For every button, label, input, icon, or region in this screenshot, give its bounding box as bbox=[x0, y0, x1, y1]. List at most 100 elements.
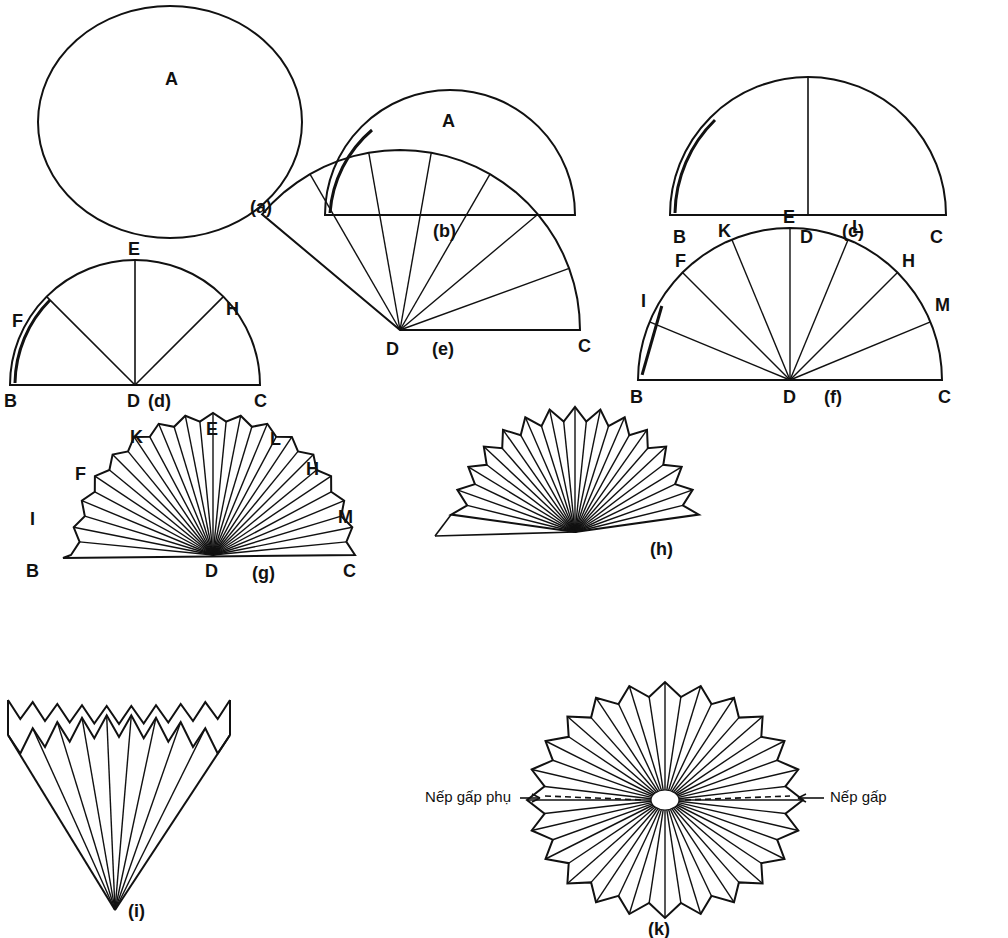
fold-line bbox=[475, 484, 575, 532]
fold-line bbox=[667, 697, 681, 790]
fold-line bbox=[47, 297, 135, 385]
fold-line bbox=[649, 697, 663, 790]
cone-edge bbox=[229, 700, 231, 735]
fold-line bbox=[596, 809, 658, 903]
figure-label: B bbox=[673, 228, 686, 246]
figure-label: D bbox=[800, 228, 813, 246]
half-circle bbox=[10, 260, 260, 385]
figure-label: H bbox=[902, 252, 915, 270]
fold-line bbox=[575, 484, 675, 532]
fold-line bbox=[435, 515, 451, 536]
fold-line bbox=[521, 435, 575, 532]
fold-line bbox=[213, 492, 331, 555]
fold-line bbox=[115, 718, 156, 910]
figure-label: C bbox=[254, 392, 267, 410]
figure-label: E bbox=[206, 420, 218, 438]
figure-label: K bbox=[130, 428, 143, 446]
figure-label: (e) bbox=[432, 340, 454, 358]
fold-line bbox=[115, 728, 205, 910]
fold-line bbox=[569, 737, 654, 794]
fold-line bbox=[400, 153, 431, 330]
fold-line bbox=[669, 686, 701, 790]
half-circle bbox=[670, 77, 946, 215]
figure-label: (a) bbox=[250, 198, 272, 216]
fold-line bbox=[790, 240, 848, 380]
fold-line bbox=[525, 417, 575, 532]
figure-label: M bbox=[935, 296, 950, 314]
fold-line bbox=[115, 722, 181, 910]
figure-label: D bbox=[205, 562, 218, 580]
figure-label: C bbox=[930, 228, 943, 246]
cone-rim bbox=[8, 700, 230, 724]
figure-label: B bbox=[4, 392, 17, 410]
fold-line bbox=[677, 741, 784, 795]
fold-line bbox=[467, 505, 575, 532]
fold-line bbox=[213, 470, 317, 555]
fold-line bbox=[57, 722, 115, 910]
fold-line bbox=[575, 465, 663, 532]
fold-line bbox=[74, 527, 213, 555]
figure-label: F bbox=[12, 312, 23, 330]
fold-line bbox=[545, 805, 652, 859]
fold-line bbox=[683, 273, 790, 380]
figure-label: F bbox=[675, 252, 686, 270]
fold-line bbox=[789, 228, 790, 380]
fold-line bbox=[629, 810, 661, 914]
figure-label: (b) bbox=[433, 222, 456, 240]
figure-label: E bbox=[783, 208, 795, 226]
fold-line bbox=[400, 268, 569, 330]
half-circle bbox=[325, 90, 575, 215]
fold-line bbox=[82, 718, 115, 910]
figure-label: I bbox=[641, 292, 646, 310]
fold-line bbox=[484, 447, 575, 532]
figure-label: H bbox=[306, 460, 319, 478]
paper-edge bbox=[330, 130, 372, 213]
figure-label: B bbox=[26, 562, 39, 580]
fold-line bbox=[672, 698, 734, 792]
figure-label: B bbox=[630, 388, 643, 406]
figure-label: C bbox=[343, 562, 356, 580]
fold-line bbox=[457, 490, 575, 532]
fold-line bbox=[664, 810, 665, 918]
figure-label: (i) bbox=[128, 902, 145, 920]
fold-line bbox=[674, 718, 739, 792]
figure-label: L bbox=[852, 218, 863, 236]
fold-line bbox=[667, 810, 681, 903]
fold-line bbox=[150, 437, 213, 555]
fold-line bbox=[619, 704, 660, 791]
figure-label: H bbox=[226, 300, 239, 318]
pleated-half-circle bbox=[63, 413, 355, 558]
figure-label: C bbox=[938, 388, 951, 406]
pleated-fan bbox=[451, 407, 699, 532]
cone-edge bbox=[8, 735, 115, 910]
fold-line bbox=[532, 769, 652, 797]
fold-line bbox=[435, 532, 575, 536]
fold-line bbox=[649, 810, 663, 903]
fold-line bbox=[213, 451, 298, 555]
figure-label: C bbox=[578, 337, 591, 355]
fold-line bbox=[575, 417, 625, 532]
secondary-fold bbox=[545, 796, 645, 800]
paper-circle bbox=[38, 6, 302, 238]
cone-edge bbox=[7, 700, 9, 735]
fold-line bbox=[80, 542, 213, 555]
fold-line bbox=[670, 809, 711, 896]
fold-line bbox=[527, 799, 651, 800]
fold-line bbox=[575, 410, 600, 532]
fold-line bbox=[650, 322, 790, 380]
pointer-arrow bbox=[520, 797, 540, 799]
fold-line bbox=[213, 422, 226, 555]
fold-line bbox=[664, 682, 665, 790]
fold-line bbox=[679, 803, 799, 831]
fold-line bbox=[213, 476, 331, 555]
fold-line bbox=[128, 451, 213, 555]
fold-line bbox=[310, 174, 400, 330]
secondary-fold bbox=[685, 796, 790, 800]
figure-label: M bbox=[338, 508, 353, 526]
figure-label: D bbox=[127, 392, 140, 410]
fold-line bbox=[33, 728, 115, 910]
fold-line bbox=[134, 437, 213, 555]
fold-line bbox=[679, 801, 786, 813]
figure-label: E bbox=[128, 240, 140, 258]
fold-line bbox=[545, 741, 652, 795]
